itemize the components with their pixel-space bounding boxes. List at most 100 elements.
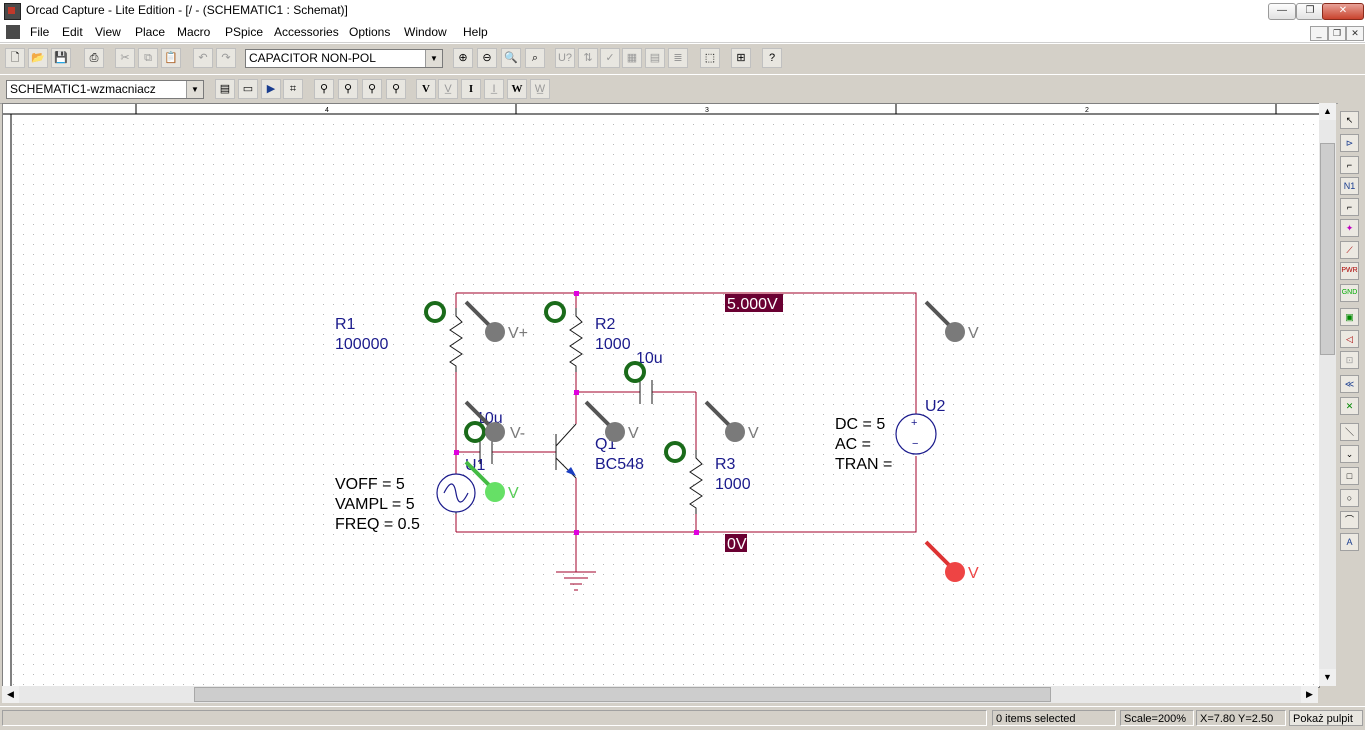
ground-icon[interactable] [556, 571, 596, 591]
r1-symbol[interactable] [449, 308, 463, 372]
place-no-connect-icon[interactable]: ✕ [1340, 397, 1359, 415]
schematic-canvas[interactable]: 4 3 2 [2, 103, 1320, 688]
open-icon[interactable]: 📂 [28, 48, 48, 68]
drc-icon[interactable]: ✓ [600, 48, 620, 68]
horizontal-scrollbar[interactable]: ◀ ▶ [2, 686, 1318, 703]
marker-ring-icon[interactable] [544, 301, 566, 323]
paste-icon[interactable]: 📋 [161, 48, 181, 68]
place-ground-icon[interactable]: GND [1340, 284, 1359, 302]
place-port-icon[interactable]: ◁ [1340, 330, 1359, 348]
menu-place[interactable]: Place [135, 25, 166, 39]
r2-value[interactable]: 1000 [595, 336, 631, 353]
u2-symbol[interactable]: + − [895, 413, 937, 455]
probe-head-icon[interactable] [725, 422, 745, 442]
snap-to-grid-icon[interactable]: ⬚ [700, 48, 720, 68]
new-simulation-icon[interactable]: ▤ [215, 79, 235, 99]
chevron-down-icon[interactable]: ▼ [186, 81, 203, 98]
u2-ref[interactable]: U2 [925, 398, 946, 415]
menu-edit[interactable]: Edit [62, 25, 83, 39]
scroll-down-icon[interactable]: ▼ [1319, 669, 1336, 686]
menu-macro[interactable]: Macro [177, 25, 211, 39]
place-pin-icon[interactable]: ⊡ [1340, 351, 1359, 369]
select-icon[interactable]: ↖ [1340, 111, 1359, 129]
place-hierarchical-block-icon[interactable]: ▣ [1340, 308, 1359, 326]
place-ellipse-icon[interactable]: ○ [1340, 489, 1359, 507]
place-part-icon[interactable]: ⊳ [1340, 134, 1359, 152]
r1-ref[interactable]: R1 [335, 316, 356, 333]
place-bus-icon[interactable]: ⌐ [1340, 198, 1359, 216]
menu-file[interactable]: File [30, 25, 50, 39]
app-icon[interactable] [4, 3, 21, 20]
menu-help[interactable]: Help [463, 25, 488, 39]
probe-head-icon[interactable] [945, 562, 965, 582]
place-net-alias-icon[interactable]: N1 [1340, 177, 1359, 195]
maximize-button[interactable]: ❐ [1296, 3, 1324, 20]
horizontal-scroll-thumb[interactable] [194, 687, 1051, 702]
scroll-up-icon[interactable]: ▲ [1319, 103, 1336, 120]
u1-freq[interactable]: FREQ = 0.5 [335, 516, 420, 533]
menu-view[interactable]: View [95, 25, 121, 39]
current-display-icon[interactable]: I̲ [484, 79, 504, 99]
probe-head-icon[interactable] [945, 322, 965, 342]
current-marker-icon[interactable]: ⚲ [362, 79, 382, 99]
place-off-page-connector-icon[interactable]: ≪ [1340, 375, 1359, 393]
place-bus-entry-icon[interactable]: ⟋ [1340, 241, 1359, 259]
u2-dc[interactable]: DC = 5 [835, 416, 885, 433]
marker-ring-icon[interactable] [664, 441, 686, 463]
menu-options[interactable]: Options [349, 25, 391, 39]
cut-icon[interactable]: ✂ [115, 48, 135, 68]
doc-minimize-button[interactable]: _ [1310, 26, 1328, 41]
print-icon[interactable]: ⎙ [84, 48, 104, 68]
view-results-icon[interactable]: ⌗ [283, 79, 303, 99]
place-text-icon[interactable]: A [1340, 533, 1359, 551]
annotate-icon[interactable]: U? [555, 48, 575, 68]
probe-head-icon[interactable] [485, 482, 505, 502]
voltage-probe-bottom[interactable] [725, 534, 747, 552]
place-wire-icon[interactable]: ⌐ [1340, 156, 1359, 174]
r3-symbol[interactable] [689, 450, 703, 514]
marker-ring-icon[interactable] [464, 421, 486, 443]
edit-simulation-icon[interactable]: ▭ [238, 79, 258, 99]
netlist-icon[interactable]: ▦ [622, 48, 642, 68]
r1-value[interactable]: 100000 [335, 336, 388, 353]
copy-icon[interactable]: ⧉ [138, 48, 158, 68]
vertical-scroll-thumb[interactable] [1320, 143, 1335, 355]
save-icon[interactable]: 💾 [51, 48, 71, 68]
close-button[interactable]: ✕ [1322, 3, 1364, 20]
new-icon[interactable]: 🗋 [5, 48, 25, 68]
u2-tran[interactable]: TRAN = [835, 456, 892, 473]
run-icon[interactable]: ▶ [261, 79, 281, 99]
place-polyline-icon[interactable]: ⌄ [1340, 445, 1359, 463]
redo-icon[interactable]: ↷ [216, 48, 236, 68]
cross-reference-icon[interactable]: ▤ [645, 48, 665, 68]
r2-symbol[interactable] [569, 308, 583, 372]
place-line-icon[interactable]: ＼ [1340, 423, 1359, 441]
u2-ac[interactable]: AC = [835, 436, 871, 453]
marker-ring-icon[interactable] [424, 301, 446, 323]
probe-head-icon[interactable] [605, 422, 625, 442]
r3-ref[interactable]: R3 [715, 456, 736, 473]
scroll-left-icon[interactable]: ◀ [2, 686, 19, 703]
schematic-combo[interactable]: SCHEMATIC1-wzmacniacz ▼ [6, 80, 204, 99]
menu-window[interactable]: Window [404, 25, 447, 39]
u1-symbol[interactable] [436, 473, 476, 514]
wire-bottom[interactable] [456, 456, 917, 533]
u1-vampl[interactable]: VAMPL = 5 [335, 496, 415, 513]
bias-voltage-button[interactable]: V [416, 79, 436, 99]
bias-power-button[interactable]: W [507, 79, 527, 99]
power-display-icon[interactable]: W̲ [530, 79, 550, 99]
bill-of-materials-icon[interactable]: ≣ [668, 48, 688, 68]
place-arc-icon[interactable]: ⌒ [1340, 511, 1359, 529]
document-icon[interactable] [6, 25, 20, 39]
menu-accessories[interactable]: Accessories [274, 25, 339, 39]
doc-close-button[interactable]: ✕ [1346, 26, 1364, 41]
u1-voff[interactable]: VOFF = 5 [335, 476, 405, 493]
part-combo[interactable]: CAPACITOR NON-POL ▼ [245, 49, 443, 68]
undo-icon[interactable]: ↶ [193, 48, 213, 68]
probe-head-icon[interactable] [485, 422, 505, 442]
zoom-in-icon[interactable]: ⊕ [453, 48, 473, 68]
project-manager-icon[interactable]: ⊞ [731, 48, 751, 68]
bias-current-button[interactable]: I [461, 79, 481, 99]
power-marker-icon[interactable]: ⚲ [386, 79, 406, 99]
menu-pspice[interactable]: PSpice [225, 25, 264, 39]
